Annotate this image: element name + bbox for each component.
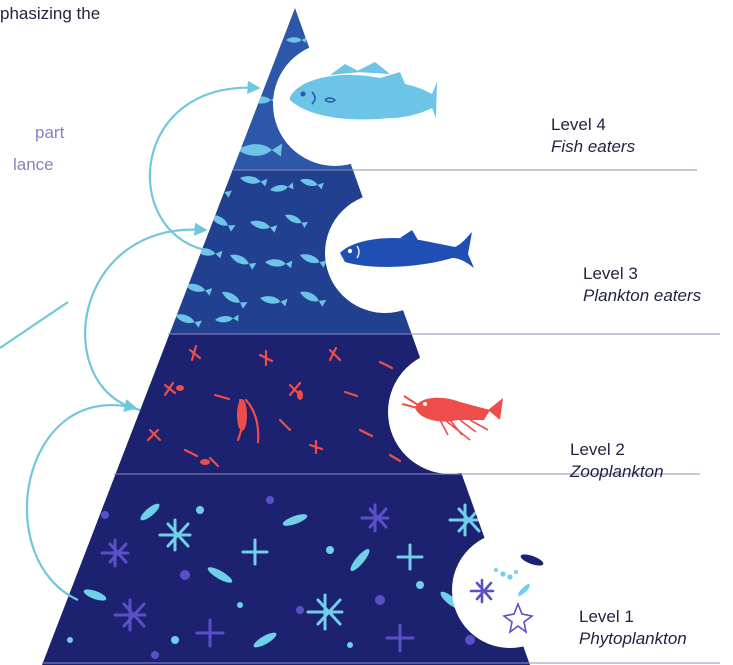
level-2-label: Level 2 Zooplankton xyxy=(570,439,664,484)
herring-icon xyxy=(340,230,474,268)
level-2-title: Level 2 xyxy=(570,440,625,459)
krill-icon xyxy=(401,395,503,441)
level-1-label: Level 1 Phytoplankton xyxy=(579,606,687,651)
level-2-name: Zooplankton xyxy=(570,462,664,482)
level-4-title: Level 4 xyxy=(551,115,606,134)
level-divider-lines xyxy=(42,169,720,664)
arrow-level1-to-level2 xyxy=(25,399,138,602)
level-4-label: Level 4 Fish eaters xyxy=(551,114,635,159)
cutoff-text-purple-2: lance xyxy=(13,155,54,174)
level-2-krill-bodies xyxy=(176,385,303,465)
arrow-level2-to-level3 xyxy=(84,222,208,412)
level-1-name: Phytoplankton xyxy=(579,629,687,649)
energy-flow-arrows xyxy=(0,80,261,602)
cutoff-text-top: phasizing the xyxy=(0,4,101,23)
callout-line xyxy=(0,301,69,349)
cod-fish-icon xyxy=(290,62,437,120)
phytoplankton-icon xyxy=(469,554,544,634)
level-1-title: Level 1 xyxy=(579,607,634,626)
level-1-phytoplankton-pattern xyxy=(67,496,482,659)
level-2-zooplankton-pattern xyxy=(146,344,402,468)
level-3-title: Level 3 xyxy=(583,264,638,283)
tier-level-1-bg xyxy=(42,474,530,665)
arrow-level3-to-level4 xyxy=(148,80,261,252)
level-3-name: Plankton eaters xyxy=(583,286,702,306)
cutoff-text-purple-1: part xyxy=(35,123,65,142)
level-4-name: Fish eaters xyxy=(551,137,636,157)
level-3-label: Level 3 Plankton eaters xyxy=(583,263,701,308)
